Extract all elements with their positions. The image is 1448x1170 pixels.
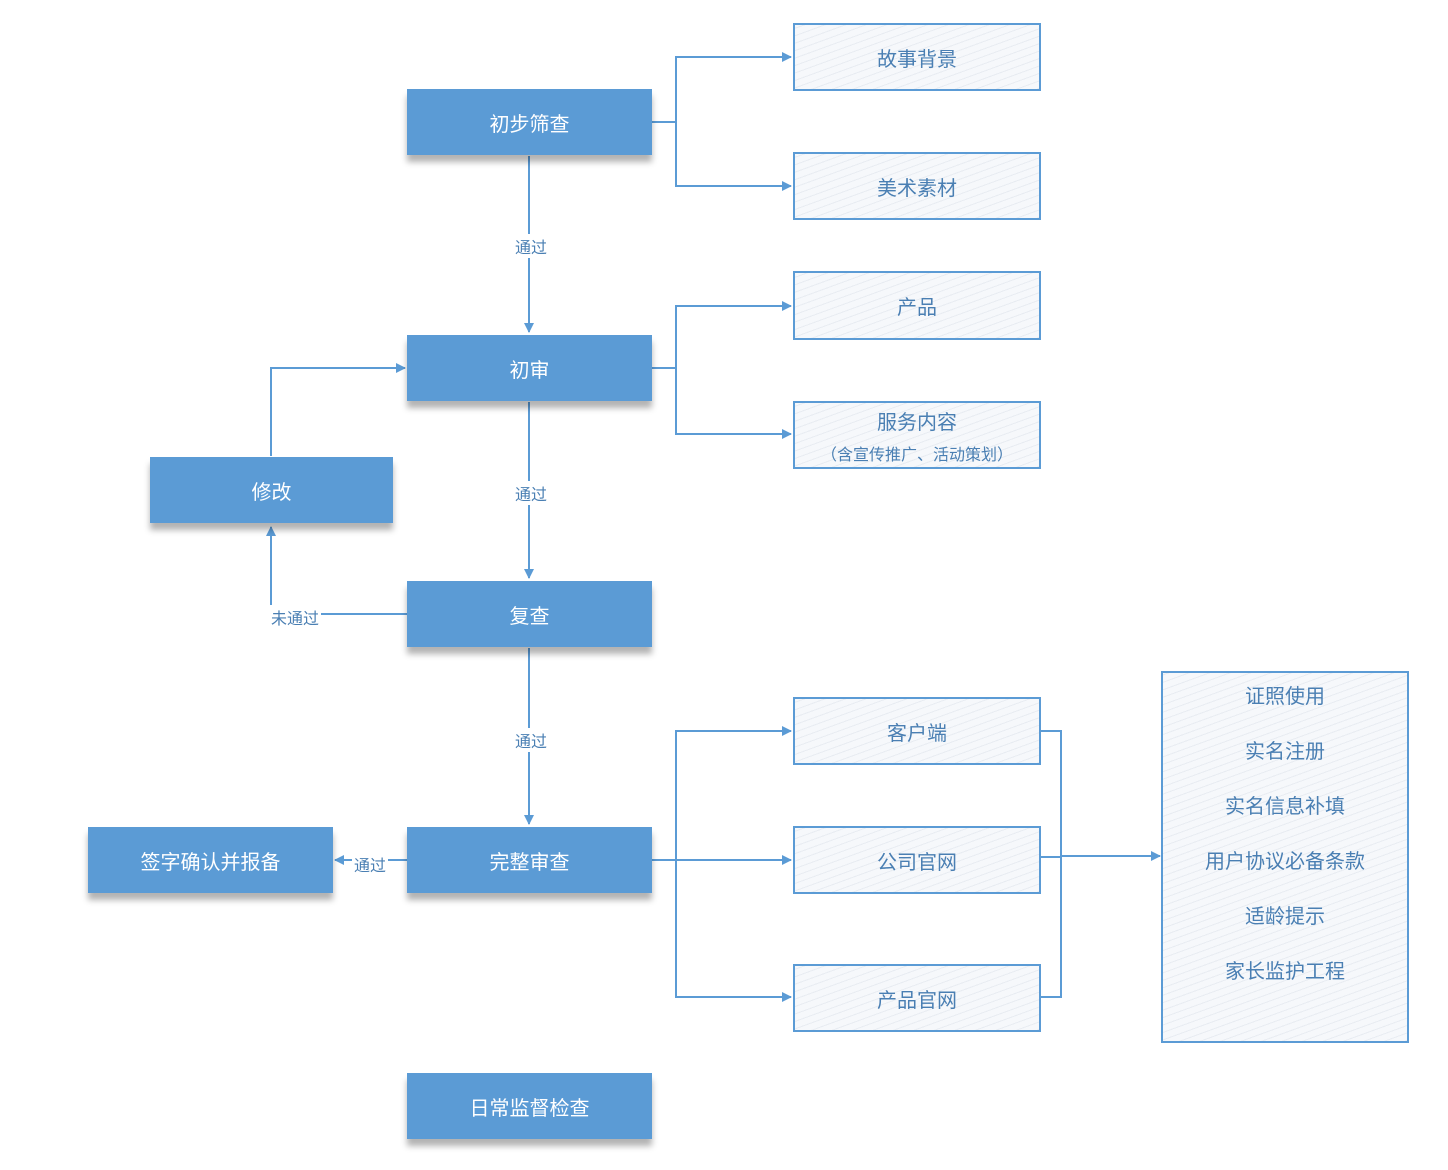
node-initial-screening: 初步筛查: [407, 89, 652, 155]
node-modify: 修改: [150, 457, 393, 523]
item-art-materials: 美术素材: [793, 152, 1041, 220]
edge-first-review-to-product: [651, 301, 792, 369]
edge-screening-to-story: [651, 52, 792, 123]
edge-full-review-to-client: [651, 726, 792, 861]
requirement-age-appropriate-notice: 适龄提示: [1245, 904, 1325, 928]
item-service-content-label: 服务内容: [877, 409, 957, 434]
item-company-site-label: 公司官网: [877, 849, 957, 874]
node-sign-and-file: 签字确认并报备: [88, 827, 333, 893]
edge-label-pass-4: 通过: [351, 852, 389, 876]
requirement-license-use: 证照使用: [1245, 684, 1325, 708]
node-full-review: 完整审查: [407, 827, 652, 893]
item-client: 客户端: [793, 697, 1041, 765]
edge-full-review-to-product-site: [675, 860, 792, 1002]
edge-client-to-bus: [1041, 730, 1062, 998]
requirement-real-name-info-supplement: 实名信息补填: [1225, 794, 1345, 818]
item-company-site: 公司官网: [793, 826, 1041, 894]
requirement-real-name-registration: 实名注册: [1245, 739, 1325, 763]
node-recheck: 复查: [407, 581, 652, 647]
requirement-user-agreement-clauses: 用户协议必备条款: [1205, 849, 1365, 873]
edge-label-not-pass: 未通过: [268, 605, 322, 629]
edge-first-review-to-service: [675, 368, 792, 439]
edge-recheck-to-modify: [266, 526, 407, 615]
edge-label-pass-3: 通过: [512, 728, 550, 752]
node-daily-supervision: 日常监督检查: [407, 1073, 652, 1139]
edge-label-pass-1: 通过: [512, 234, 550, 258]
item-service-content: 服务内容 （含宣传推广、活动策划）: [793, 401, 1041, 469]
edge-screening-to-art: [675, 122, 792, 191]
item-product-label: 产品: [897, 295, 937, 319]
item-product-site: 产品官网: [793, 964, 1041, 1032]
node-first-review: 初审: [407, 335, 652, 401]
item-client-label: 客户端: [887, 720, 947, 745]
item-product-site-label: 产品官网: [877, 987, 957, 1012]
item-art-materials-label: 美术素材: [877, 175, 957, 200]
edge-modify-to-first-review: [270, 363, 406, 456]
item-service-content-note: （含宣传推广、活动策划）: [820, 444, 1013, 464]
item-story-background-label: 故事背景: [877, 46, 957, 71]
edge-label-pass-2: 通过: [512, 481, 550, 505]
item-product: 产品: [793, 271, 1041, 340]
requirement-parental-guardianship: 家长监护工程: [1225, 959, 1345, 983]
item-story-background: 故事背景: [793, 23, 1041, 91]
requirements-list: 证照使用 实名注册 实名信息补填 用户协议必备条款 适龄提示 家长监护工程: [1161, 671, 1409, 1043]
